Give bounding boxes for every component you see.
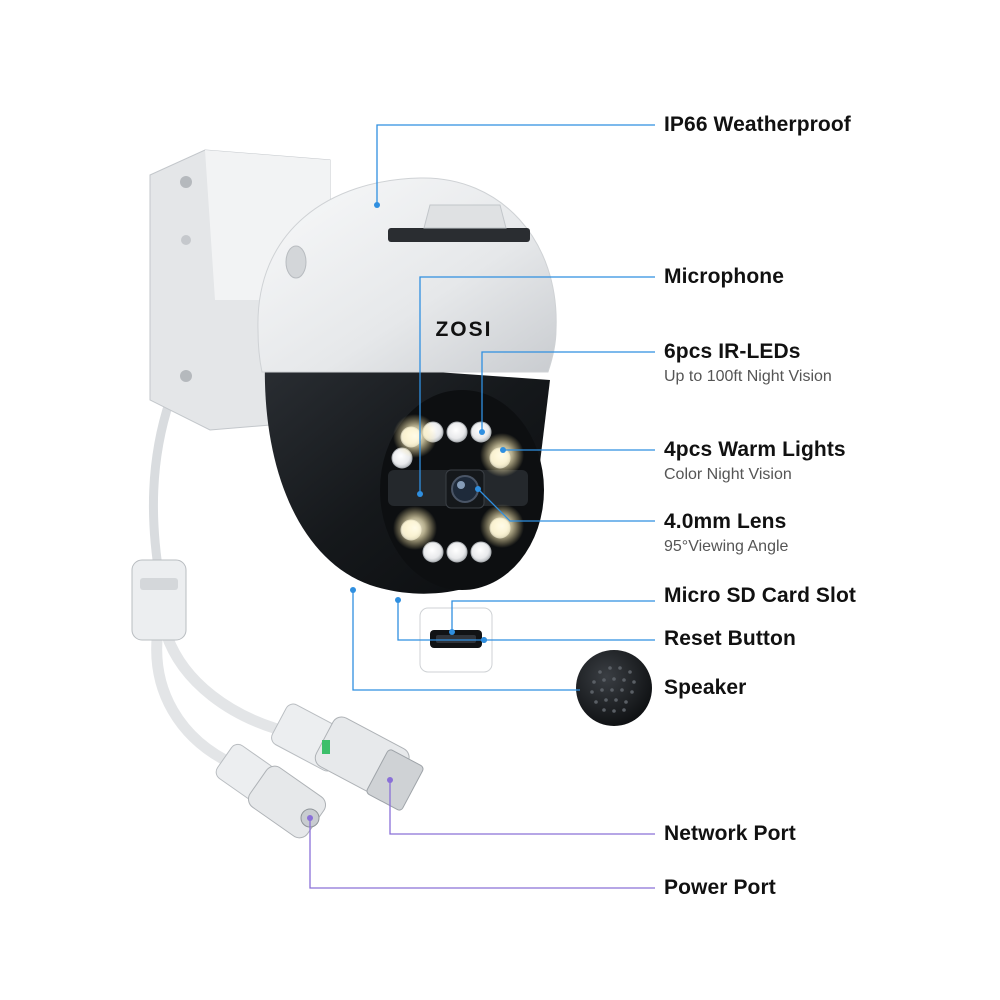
camera-lens [445, 469, 485, 509]
feature-reset: Reset Button [664, 626, 796, 652]
feature-title: 4.0mm Lens [664, 510, 787, 533]
feature-title: Microphone [664, 265, 784, 288]
feature-subtitle: Color Night Vision [664, 466, 792, 483]
leader-network [389, 780, 655, 835]
leader-weatherproof [376, 124, 655, 205]
feature-title: Reset Button [664, 627, 796, 650]
feature-title: Network Port [664, 822, 796, 845]
leader-lines [309, 124, 655, 889]
feature-microphone: Microphone [664, 264, 784, 290]
cable-splitter [131, 559, 187, 641]
feature-power: Power Port [664, 875, 776, 901]
leader-sd-slot [451, 600, 655, 632]
feature-title: Speaker [664, 676, 747, 699]
feature-lens: 4.0mm Lens 95°Viewing Angle [664, 509, 788, 557]
camera-lower-body [264, 360, 550, 594]
power-connector [215, 743, 327, 839]
feature-title: 6pcs IR-LEDs [664, 340, 801, 363]
leader-microphone [419, 276, 655, 494]
feature-warm-lights: 4pcs Warm Lights Color Night Vision [664, 437, 846, 485]
feature-speaker: Speaker [664, 675, 746, 701]
leader-ir-leds [481, 351, 655, 432]
feature-sd-slot: Micro SD Card Slot [664, 583, 856, 609]
feature-title: IP66 Weatherproof [664, 113, 851, 136]
feature-network: Network Port [664, 821, 796, 847]
leader-dots [307, 202, 506, 821]
speaker-inset [576, 650, 652, 726]
feature-subtitle: 95°Viewing Angle [664, 538, 789, 555]
feature-title: Micro SD Card Slot [664, 584, 856, 607]
feature-weatherproof: IP66 Weatherproof [664, 112, 851, 138]
leader-reset [397, 600, 655, 641]
network-connector [271, 703, 424, 811]
led-ring [391, 414, 524, 563]
feature-title: 4pcs Warm Lights [664, 438, 846, 461]
feature-title: Power Port [664, 876, 776, 899]
leader-speaker [352, 590, 580, 691]
leader-lens [477, 488, 655, 522]
feature-subtitle: Up to 100ft Night Vision [664, 368, 832, 385]
leader-power [309, 818, 655, 889]
feature-ir-leds: 6pcs IR-LEDs Up to 100ft Night Vision [664, 339, 832, 387]
camera-dome: ZOSI [257, 177, 557, 373]
brand-logo: ZOSI [435, 318, 492, 341]
